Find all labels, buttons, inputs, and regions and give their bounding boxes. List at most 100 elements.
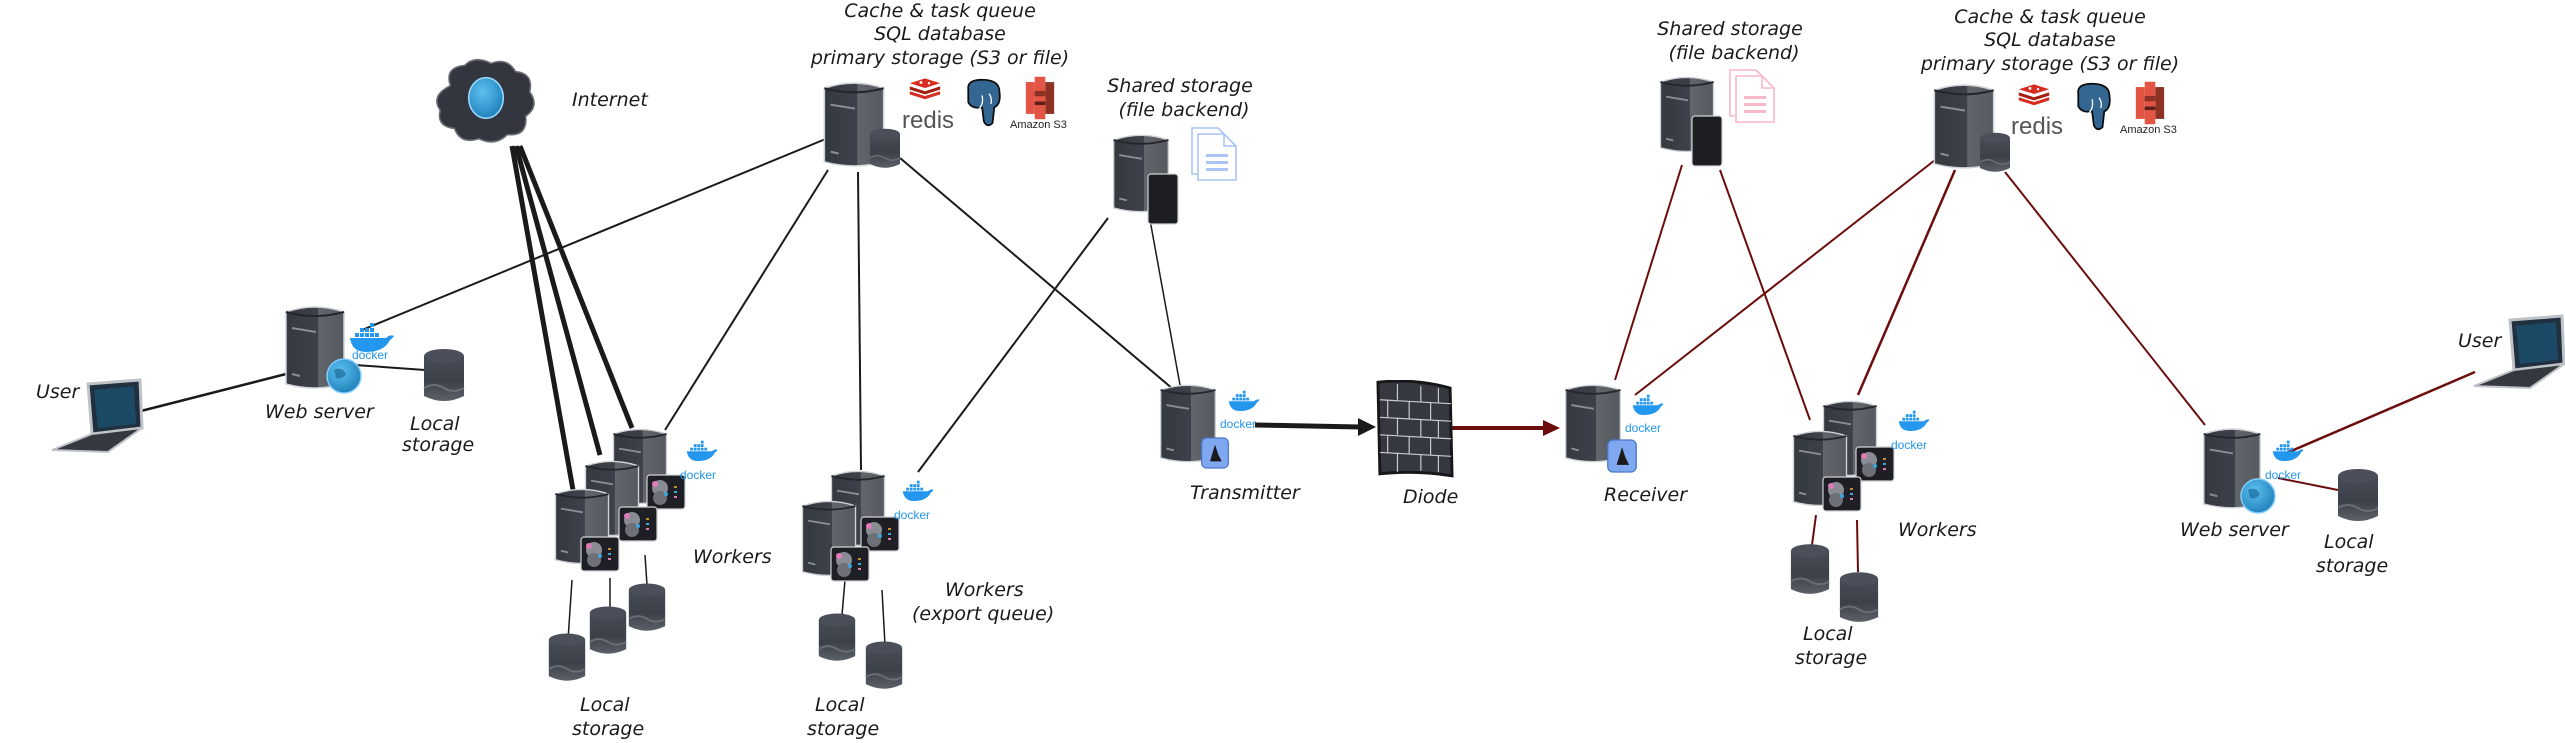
internet-node[interactable]: Internet	[436, 58, 650, 143]
label-line-2: storage	[572, 718, 644, 740]
right-zone-links	[1614, 159, 2476, 573]
link-export-storage-2	[881, 589, 886, 646]
receiver-node[interactable]: docker Receiver	[1564, 384, 1689, 506]
link-core-transmitter	[899, 157, 1181, 396]
link-core-workers	[1856, 169, 1957, 396]
transmitter-node[interactable]: docker Transmitter	[1159, 384, 1301, 504]
docker-icon	[2272, 440, 2304, 461]
right-shared-storage-node[interactable]: Shared storage (file backend)	[1657, 18, 1803, 167]
shared-label-line-2: (file backend)	[1118, 99, 1249, 121]
link-user-webserver	[2281, 370, 2476, 457]
link-shared-transmitter	[1149, 219, 1181, 386]
export-label-line-2: (export queue)	[912, 603, 1054, 625]
database-cylinder-icon	[869, 128, 901, 169]
link-webserver-storage	[354, 364, 426, 371]
laptop-icon	[2472, 314, 2565, 390]
link-worker-storage-1	[567, 579, 573, 641]
link-core-workers	[664, 169, 829, 431]
left-export-workers-node[interactable]: docker Workers (export queue)	[801, 470, 1054, 625]
left-shared-storage-node[interactable]: Shared storage (file backend)	[1107, 75, 1253, 225]
docker-text: docker	[680, 468, 716, 482]
right-web-server-label: Web server	[2180, 519, 2290, 541]
amazon-s3-logo-icon	[1025, 76, 1055, 120]
link-core-receiver	[1634, 159, 1936, 396]
core-label-line-1: Cache & task queue	[844, 0, 1036, 22]
label-line-1: Local	[1803, 623, 1853, 645]
left-workers-node[interactable]: docker Workers	[554, 428, 772, 572]
amazon-s3-logo-icon	[2135, 81, 2165, 125]
link-export-storage-1	[841, 579, 846, 616]
database-cylinder-icon	[817, 612, 857, 662]
worker-gears-icon	[1822, 476, 1862, 512]
right-web-server-node[interactable]: docker Web server	[2180, 428, 2304, 541]
link-core-webserver	[2004, 171, 2206, 426]
link-worker-storage-2	[1856, 519, 1859, 573]
firewall-icon	[1376, 380, 1454, 478]
right-core-services-node[interactable]: Cache & task queue SQL database primary …	[1920, 6, 2179, 173]
file-panel-icon	[1691, 115, 1723, 167]
right-user-label: User	[2458, 330, 2502, 352]
globe-icon	[2240, 478, 2276, 514]
globe-icon	[326, 358, 362, 394]
postgresql-logo-icon	[2077, 82, 2111, 131]
core-label-line-1: Cache & task queue	[1954, 6, 2146, 28]
docker-text: docker	[1625, 421, 1661, 435]
right-workers-label: Workers	[1898, 519, 1977, 541]
redis-text: redis	[902, 107, 954, 134]
receiver-badge-icon	[1607, 439, 1637, 473]
core-label-line-3: primary storage (S3 or file)	[1920, 53, 2179, 75]
s3-text: Amazon S3	[1010, 119, 1067, 131]
link-worker-storage-1	[1811, 514, 1817, 546]
database-cylinder-icon	[2337, 468, 2379, 522]
shared-label-line-1: Shared storage	[1107, 75, 1253, 97]
label-line-2: storage	[1795, 647, 1867, 669]
left-workers-local-storage-node[interactable]: Local storage	[547, 582, 667, 740]
receiver-label: Receiver	[1604, 484, 1688, 506]
cloud-globe-icon	[436, 58, 535, 143]
database-cylinder-icon	[1838, 571, 1880, 623]
right-workers-node[interactable]: docker Workers	[1792, 400, 1977, 541]
link-shared-workers	[1719, 169, 1811, 421]
docker-text: docker	[1220, 417, 1256, 431]
label-line-1: Local	[580, 694, 630, 716]
internet-label: Internet	[572, 89, 649, 111]
left-core-services-node[interactable]: Cache & task queue SQL database primary …	[810, 0, 1069, 169]
file-document-icon	[1191, 127, 1237, 181]
transmitter-badge-icon	[1201, 437, 1229, 469]
label-line-2: storage	[807, 718, 879, 740]
left-export-local-storage-node[interactable]: Local storage	[807, 612, 904, 740]
right-user-node[interactable]: User	[2458, 314, 2565, 390]
right-web-local-storage-node[interactable]: Local storage	[2316, 468, 2388, 577]
left-web-server-node[interactable]: docker Web server	[265, 306, 394, 423]
shared-label-line-2: (file backend)	[1668, 42, 1799, 64]
docker-text: docker	[894, 508, 930, 522]
worker-gears-icon	[1855, 446, 1895, 482]
link-internet-worker-1	[509, 145, 576, 491]
s3-text: Amazon S3	[2120, 124, 2177, 136]
worker-gears-icon	[580, 536, 620, 572]
link-internet-worker-3	[517, 145, 635, 429]
database-cylinder-icon	[1979, 132, 2011, 173]
database-cylinder-icon	[423, 348, 465, 402]
link-webserver-core	[361, 137, 829, 331]
left-user-node[interactable]: User	[36, 378, 144, 454]
worker-gears-icon	[618, 506, 658, 542]
worker-gears-icon	[830, 546, 870, 582]
database-cylinder-icon	[627, 582, 667, 632]
link-shared-receiver	[1614, 164, 1683, 381]
redis-text: redis	[2011, 113, 2063, 140]
docker-icon	[1898, 410, 1930, 431]
link-shared-export-workers	[917, 217, 1109, 473]
docker-icon	[686, 440, 718, 461]
right-workers-local-storage-node[interactable]: Local storage	[1789, 543, 1880, 669]
docker-text: docker	[2265, 468, 2301, 482]
diode-node[interactable]: Diode	[1376, 380, 1458, 508]
database-cylinder-icon	[864, 640, 904, 690]
docker-icon	[1228, 390, 1260, 411]
left-web-local-storage-node[interactable]: Local storage	[402, 348, 474, 456]
label-line-1: Local	[2324, 531, 2374, 553]
database-cylinder-icon	[547, 632, 587, 682]
redis-logo-icon	[909, 78, 941, 100]
left-user-label: User	[36, 381, 80, 403]
left-zone-links	[136, 137, 1181, 646]
